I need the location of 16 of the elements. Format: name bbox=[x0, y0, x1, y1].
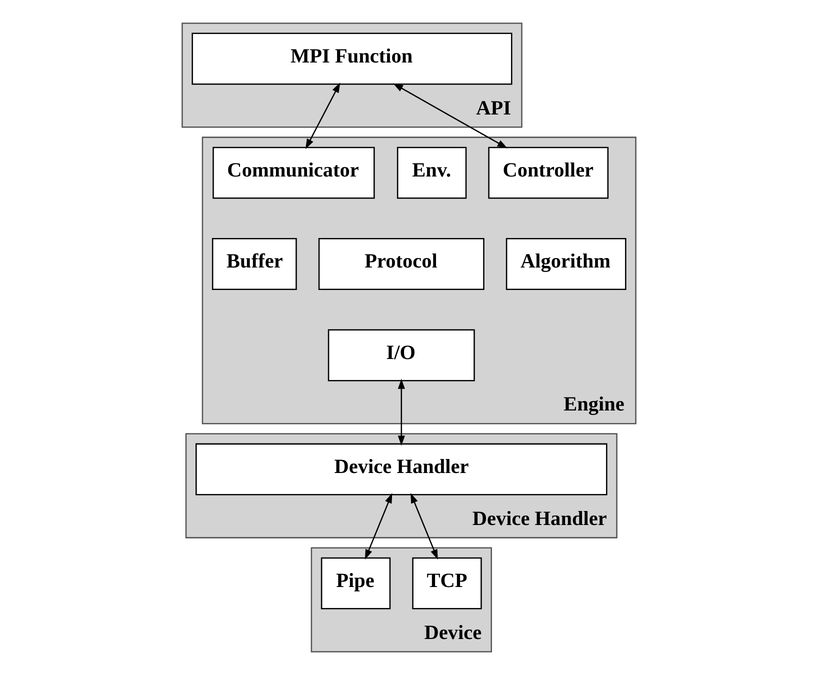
node-box: MPI Function bbox=[192, 32, 512, 85]
node-box: Algorithm bbox=[506, 238, 626, 290]
arrow bbox=[398, 378, 405, 446]
node-box: Device Handler bbox=[196, 443, 608, 496]
arrow bbox=[392, 83, 508, 148]
node-box: Env. bbox=[396, 146, 467, 199]
arrow bbox=[364, 492, 392, 560]
node-box: TCP bbox=[412, 557, 482, 610]
arrow bbox=[410, 492, 438, 560]
node-box: Controller bbox=[488, 146, 609, 199]
node-box: I/O bbox=[328, 329, 475, 382]
node-box: Protocol bbox=[318, 238, 484, 290]
node-box: Communicator bbox=[212, 146, 375, 199]
node-box: Pipe bbox=[320, 557, 391, 610]
arrow bbox=[305, 82, 340, 150]
node-box: Buffer bbox=[212, 238, 297, 290]
